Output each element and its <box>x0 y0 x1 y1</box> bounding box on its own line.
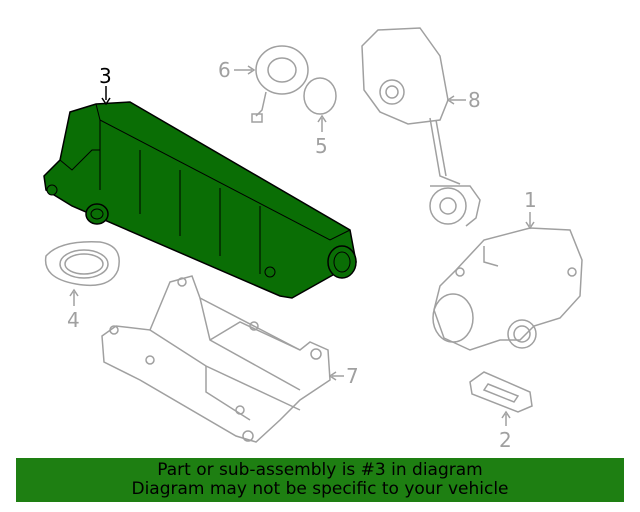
banner-line-part-number: Part or sub-assembly is #3 in diagram <box>157 460 483 480</box>
callout-7[interactable]: 7 <box>346 364 359 388</box>
part-5-o-ring[interactable] <box>303 77 337 115</box>
part-2-flange-gasket[interactable] <box>469 371 533 413</box>
parts-diagram <box>43 27 583 443</box>
callout-2[interactable]: 2 <box>499 428 512 452</box>
part-4-gasket[interactable] <box>44 241 120 287</box>
part-6-clamp[interactable] <box>251 45 309 123</box>
banner-line-disclaimer: Diagram may not be specific to your vehi… <box>131 479 509 499</box>
part-1-egr-housing[interactable] <box>432 227 583 351</box>
callout-1[interactable]: 1 <box>524 188 537 212</box>
callout-8[interactable]: 8 <box>468 88 481 112</box>
part-3-egr-cooler[interactable] <box>43 101 357 299</box>
callout-4[interactable]: 4 <box>67 308 80 332</box>
info-banner: Part or sub-assembly is #3 in diagram Di… <box>16 458 624 502</box>
callout-3[interactable]: 3 <box>99 64 112 88</box>
callout-5[interactable]: 5 <box>315 134 328 158</box>
part-8-egr-valve[interactable] <box>361 27 481 227</box>
part-7-heat-shield[interactable] <box>101 275 331 443</box>
callout-6[interactable]: 6 <box>218 58 231 82</box>
leader-lines <box>69 65 535 426</box>
